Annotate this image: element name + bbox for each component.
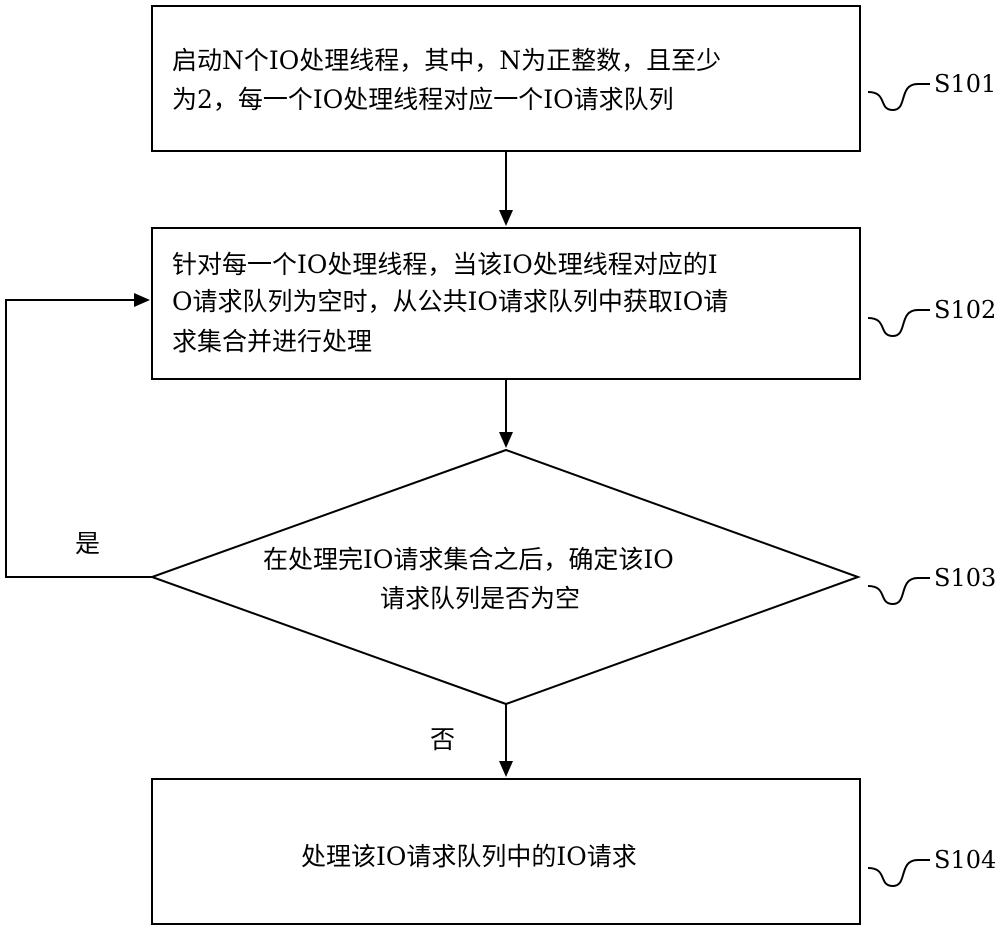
step-s103: 在处理完IO请求集合之后，确定该IO 请求队列是否为空 [149, 448, 861, 706]
s102-step-label: S102 [934, 296, 996, 324]
s103-step-label: S103 [934, 564, 996, 592]
s102-line-2: O请求队列为空时，从公共IO请求队列中获取IO请 [172, 287, 728, 316]
s102-callout-squiggle [867, 309, 930, 338]
edge-label-yes: 是 [75, 529, 100, 558]
arrowhead-yes-loop [134, 293, 150, 307]
s102-line-1: 针对每一个IO处理线程，当该IO处理线程对应的I [172, 250, 718, 279]
arrowhead-no-s103-s104 [499, 761, 513, 777]
step-s104: 处理该IO请求队列中的IO请求 [151, 778, 861, 925]
s101-callout-squiggle [867, 83, 930, 112]
decision-diamond-s103 [149, 448, 861, 706]
s102-line-3: 求集合并进行处理 [172, 327, 372, 356]
process-box-s104 [151, 778, 861, 925]
s101-step-label: S101 [934, 70, 996, 98]
arrowhead-s102-s103 [499, 432, 513, 448]
step-s102: 针对每一个IO处理线程，当该IO处理线程对应的I O请求队列为空时，从公共IO请… [151, 227, 861, 380]
s104-callout-squiggle [867, 859, 930, 888]
s104-step-label: S104 [934, 846, 996, 874]
s103-line-2: 请求队列是否为空 [380, 584, 580, 613]
s101-line-2: 为2，每一个IO处理线程对应一个IO请求队列 [172, 85, 674, 114]
process-box-s101 [151, 5, 861, 152]
arrowhead-s101-s102 [499, 210, 513, 226]
edge-label-no: 否 [430, 725, 455, 754]
arrow-yes-loop [5, 299, 152, 578]
s103-line-1: 在处理完IO请求集合之后，确定该IO [263, 545, 674, 574]
s103-callout-squiggle [867, 577, 930, 606]
s101-line-1: 启动N个IO处理线程，其中，N为正整数，且至少 [172, 46, 721, 75]
step-s101: 启动N个IO处理线程，其中，N为正整数，且至少 为2，每一个IO处理线程对应一个… [151, 5, 861, 152]
s104-line-1: 处理该IO请求队列中的IO请求 [301, 842, 637, 871]
